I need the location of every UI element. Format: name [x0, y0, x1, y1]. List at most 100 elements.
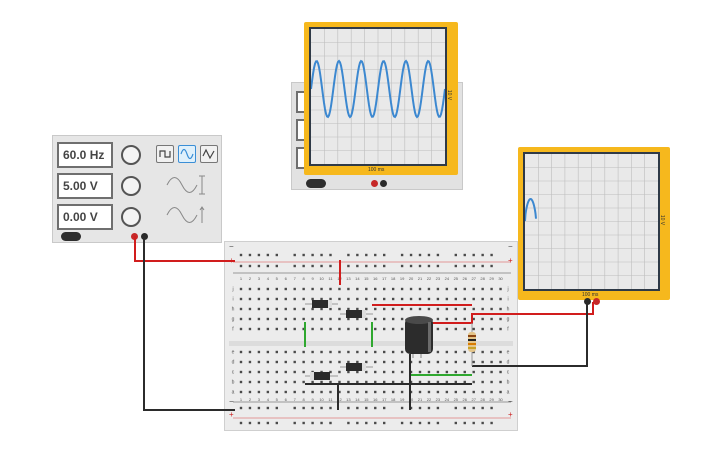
breadboard-hole[interactable]	[356, 406, 359, 410]
breadboard-hole[interactable]	[400, 370, 404, 374]
breadboard-hole[interactable]	[311, 421, 314, 425]
breadboard-hole[interactable]	[374, 380, 377, 384]
breadboard-hole[interactable]	[499, 350, 502, 354]
breadboard-hole[interactable]	[490, 350, 493, 354]
breadboard-hole[interactable]	[391, 317, 395, 321]
breadboard-hole[interactable]	[266, 287, 270, 291]
breadboard-hole[interactable]	[409, 307, 413, 311]
breadboard-hole[interactable]	[472, 307, 475, 311]
breadboard-hole[interactable]	[329, 307, 332, 311]
breadboard-hole[interactable]	[257, 327, 261, 331]
breadboard-hole[interactable]	[499, 287, 502, 291]
breadboard-hole[interactable]	[499, 360, 502, 364]
breadboard-hole[interactable]	[391, 380, 395, 384]
breadboard-hole[interactable]	[257, 264, 261, 268]
breadboard-hole[interactable]	[427, 370, 431, 374]
breadboard-hole[interactable]	[248, 297, 252, 301]
breadboard-hole[interactable]	[383, 297, 386, 301]
triangle-wave-button[interactable]	[200, 145, 218, 163]
breadboard-hole[interactable]	[427, 297, 431, 301]
breadboard-hole[interactable]	[302, 307, 305, 311]
breadboard-hole[interactable]	[400, 287, 404, 291]
breadboard-hole[interactable]	[320, 421, 323, 425]
breadboard-hole[interactable]	[409, 380, 413, 384]
breadboard-hole[interactable]	[427, 307, 431, 311]
breadboard-hole[interactable]	[356, 370, 359, 374]
breadboard-hole[interactable]	[436, 327, 440, 331]
breadboard-hole[interactable]	[365, 287, 368, 291]
breadboard-hole[interactable]	[266, 307, 270, 311]
breadboard-hole[interactable]	[302, 360, 305, 364]
breadboard-hole[interactable]	[266, 380, 270, 384]
breadboard-hole[interactable]	[293, 406, 296, 410]
breadboard-hole[interactable]	[472, 380, 475, 384]
breadboard-hole[interactable]	[311, 264, 314, 268]
breadboard-hole[interactable]	[383, 264, 386, 268]
breadboard-hole[interactable]	[383, 370, 386, 374]
breadboard-hole[interactable]	[320, 287, 323, 291]
breadboard-hole[interactable]	[445, 287, 449, 291]
breadboard-hole[interactable]	[257, 370, 261, 374]
breadboard-hole[interactable]	[275, 253, 278, 257]
breadboard-hole[interactable]	[445, 327, 449, 331]
breadboard-hole[interactable]	[320, 350, 323, 354]
breadboard-hole[interactable]	[293, 264, 296, 268]
breadboard-hole[interactable]	[338, 327, 341, 331]
breadboard-hole[interactable]	[365, 380, 368, 384]
breadboard-hole[interactable]	[472, 360, 475, 364]
breadboard-hole[interactable]	[427, 421, 431, 425]
breadboard-hole[interactable]	[347, 253, 350, 257]
breadboard-hole[interactable]	[347, 370, 350, 374]
power-switch[interactable]	[61, 232, 81, 241]
breadboard-hole[interactable]	[383, 307, 386, 311]
breadboard-hole[interactable]	[409, 253, 413, 257]
breadboard-hole[interactable]	[302, 297, 305, 301]
breadboard-hole[interactable]	[329, 297, 332, 301]
breadboard-hole[interactable]	[248, 253, 252, 257]
breadboard-hole[interactable]	[418, 253, 422, 257]
breadboard-hole[interactable]	[338, 287, 341, 291]
breadboard-hole[interactable]	[481, 307, 484, 311]
breadboard-hole[interactable]	[302, 350, 305, 354]
breadboard-hole[interactable]	[275, 297, 278, 301]
breadboard-hole[interactable]	[481, 287, 484, 291]
breadboard-hole[interactable]	[365, 327, 368, 331]
breadboard-hole[interactable]	[302, 370, 305, 374]
breadboard-hole[interactable]	[302, 327, 305, 331]
breadboard-hole[interactable]	[347, 360, 350, 364]
breadboard-hole[interactable]	[499, 307, 502, 311]
breadboard-hole[interactable]	[472, 421, 475, 425]
wire-fg-positive[interactable]	[134, 236, 235, 262]
breadboard-hole[interactable]	[275, 287, 278, 291]
square-wave-button[interactable]	[156, 145, 174, 163]
breadboard-hole[interactable]	[320, 264, 323, 268]
breadboard-hole[interactable]	[454, 380, 457, 384]
breadboard-hole[interactable]	[356, 327, 359, 331]
breadboard-hole[interactable]	[239, 350, 243, 354]
breadboard-hole[interactable]	[356, 390, 359, 394]
breadboard-hole[interactable]	[383, 287, 386, 291]
breadboard-hole[interactable]	[454, 253, 457, 257]
breadboard-hole[interactable]	[409, 406, 413, 410]
breadboard-hole[interactable]	[266, 264, 270, 268]
breadboard-hole[interactable]	[248, 380, 252, 384]
breadboard-hole[interactable]	[338, 307, 341, 311]
breadboard-hole[interactable]	[239, 307, 243, 311]
breadboard-hole[interactable]	[436, 380, 440, 384]
breadboard-hole[interactable]	[418, 287, 422, 291]
breadboard-hole[interactable]	[427, 360, 431, 364]
breadboard-hole[interactable]	[293, 421, 296, 425]
breadboard-hole[interactable]	[356, 253, 359, 257]
breadboard-hole[interactable]	[463, 360, 466, 364]
breadboard-hole[interactable]	[356, 380, 359, 384]
breadboard-hole[interactable]	[400, 253, 404, 257]
breadboard-hole[interactable]	[257, 421, 261, 425]
breadboard-hole[interactable]	[490, 370, 493, 374]
breadboard-hole[interactable]	[311, 350, 314, 354]
breadboard-hole[interactable]	[499, 370, 502, 374]
breadboard-hole[interactable]	[257, 350, 261, 354]
breadboard-hole[interactable]	[374, 297, 377, 301]
breadboard-hole[interactable]	[472, 327, 475, 331]
breadboard-hole[interactable]	[266, 317, 270, 321]
breadboard-hole[interactable]	[463, 370, 466, 374]
